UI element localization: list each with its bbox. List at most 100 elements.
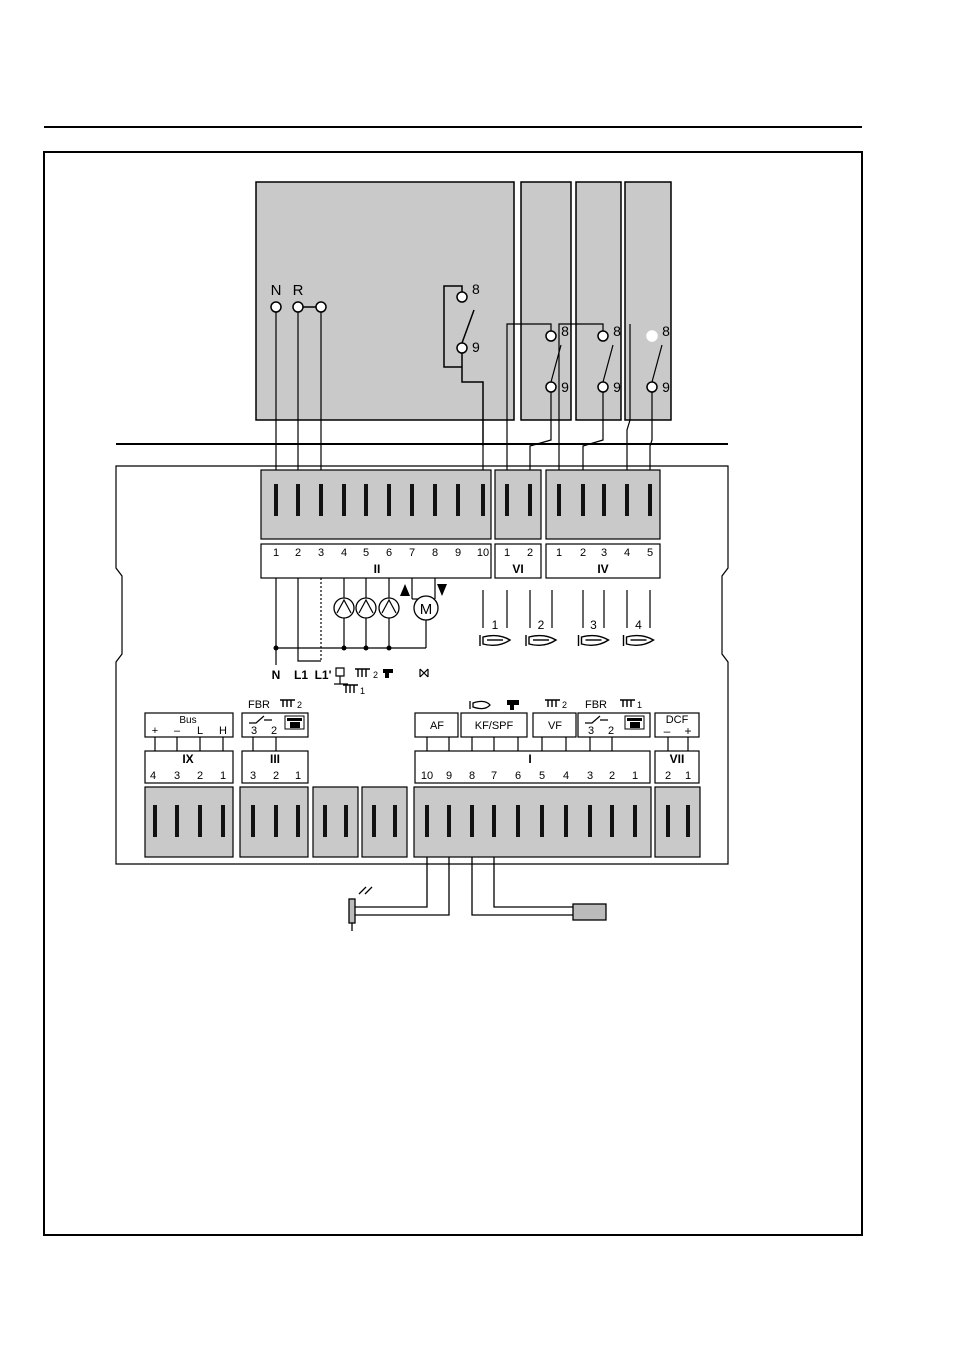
switch-label-9: 9 xyxy=(613,379,621,395)
sensor-af: AF xyxy=(430,720,444,732)
burner-stage-label: 3 xyxy=(590,618,597,632)
terminal-number-IV: 1 xyxy=(556,547,562,559)
terminal-number-IX: 2 xyxy=(197,770,203,782)
terminal-number-I: 3 xyxy=(587,770,593,782)
fbr-label-III: FBR xyxy=(248,699,270,711)
block-II-loads: M N L1 L1' 2 1 xyxy=(272,578,447,696)
terminal-pin xyxy=(456,484,460,516)
top-terminal-r xyxy=(293,302,303,312)
terminal-pin xyxy=(588,805,592,837)
terminal-number-IX: 3 xyxy=(174,770,180,782)
svg-text:2: 2 xyxy=(562,700,567,710)
switch-label-9: 9 xyxy=(662,379,670,395)
terminal-number-II: 7 xyxy=(409,547,415,559)
terminal-number-II: 8 xyxy=(432,547,438,559)
top-terminal-n xyxy=(271,302,281,312)
terminal-pin xyxy=(296,805,300,837)
burner-stage-label: 4 xyxy=(635,618,642,632)
terminal-pin xyxy=(481,484,485,516)
terminal-pin xyxy=(666,805,670,837)
terminal-pin xyxy=(540,805,544,837)
terminal-pin xyxy=(528,484,532,516)
dhw-tap-icon xyxy=(383,669,393,678)
terminal-number-II: 6 xyxy=(386,547,392,559)
terminal-pin xyxy=(274,805,278,837)
boiler-sensor-icon xyxy=(573,904,606,920)
housing-blank-2 xyxy=(362,787,407,857)
roman-VI: VI xyxy=(512,562,523,576)
motor-open-arrow-icon xyxy=(400,584,410,596)
svg-text:2: 2 xyxy=(608,725,614,737)
terminal-pin xyxy=(564,805,568,837)
svg-text:+: + xyxy=(684,724,691,738)
terminal-number-I: 2 xyxy=(609,770,615,782)
roman-VII: VII xyxy=(670,752,685,766)
terminal-number-IV: 3 xyxy=(601,547,607,559)
svg-text:9: 9 xyxy=(472,339,480,355)
terminal-pin xyxy=(221,805,225,837)
terminal-pin xyxy=(342,484,346,516)
block-I-labels: 2 FBR 1 AF KF/SPF VF 3 2 I 10987654321 xyxy=(415,699,650,783)
terminal-number-I: 6 xyxy=(515,770,521,782)
terminal-pin xyxy=(492,805,496,837)
relay-terminal-9 xyxy=(457,343,467,353)
terminal-pin xyxy=(447,805,451,837)
terminal-pin xyxy=(633,805,637,837)
terminal-number-VII: 1 xyxy=(685,770,691,782)
terminal-number-I: 1 xyxy=(632,770,638,782)
terminal-pin xyxy=(323,805,327,837)
svg-text:8: 8 xyxy=(472,281,480,297)
boiler-sensor xyxy=(472,857,606,920)
terminal-pin xyxy=(274,484,278,516)
bus-sign: H xyxy=(219,725,227,737)
burner-stages: 1 2 3 4 xyxy=(480,590,654,646)
terminal-pin xyxy=(505,484,509,516)
bus-label: Bus xyxy=(179,715,196,726)
terminal-number-I: 4 xyxy=(563,770,569,782)
terminal-number-I: 10 xyxy=(421,770,433,782)
terminal-pin xyxy=(470,805,474,837)
label-l1-prime: L1' xyxy=(315,668,332,682)
terminal-pin xyxy=(557,484,561,516)
terminal-pin xyxy=(516,805,520,837)
terminal-number-I: 7 xyxy=(491,770,497,782)
motor-close-arrow-icon xyxy=(437,584,447,596)
heating-circuit-2-icon xyxy=(355,669,370,677)
svg-text:2: 2 xyxy=(271,725,277,737)
terminal-pin xyxy=(686,805,690,837)
housing-IX xyxy=(145,787,233,857)
side-modules: 898989 xyxy=(507,182,671,470)
burner-flame-icon xyxy=(624,635,654,646)
terminal-pin xyxy=(198,805,202,837)
svg-text:2: 2 xyxy=(373,670,378,680)
roman-II: II xyxy=(374,562,381,576)
terminal-number-II: 10 xyxy=(477,547,489,559)
terminal-number-III: 1 xyxy=(295,770,301,782)
switch-terminal-9 xyxy=(546,382,556,392)
terminal-pin xyxy=(364,484,368,516)
fbr-label-I: FBR xyxy=(585,699,607,711)
terminal-number-VI: 1 xyxy=(504,547,510,559)
burner-stage-label: 1 xyxy=(492,618,499,632)
terminal-pin xyxy=(610,805,614,837)
terminal-pin xyxy=(296,484,300,516)
terminal-number-I: 9 xyxy=(446,770,452,782)
block-VII-labels: DCF – + VII 21 xyxy=(655,713,699,783)
top-unit-box xyxy=(256,182,514,420)
terminal-number-II: 5 xyxy=(363,547,369,559)
housing-VI xyxy=(495,470,541,539)
terminal-pin xyxy=(648,484,652,516)
burner-stage-label: 2 xyxy=(538,618,545,632)
switch-label-9: 9 xyxy=(561,379,569,395)
terminal-pin xyxy=(251,805,255,837)
terminal-number-IX: 4 xyxy=(150,770,156,782)
bus-sign: + xyxy=(152,725,158,737)
terminal-number-IV: 5 xyxy=(647,547,653,559)
terminal-number-I: 8 xyxy=(469,770,475,782)
terminal-number-III: 2 xyxy=(273,770,279,782)
burner-flame-icon xyxy=(526,635,556,646)
top-label-r: R xyxy=(293,282,304,299)
